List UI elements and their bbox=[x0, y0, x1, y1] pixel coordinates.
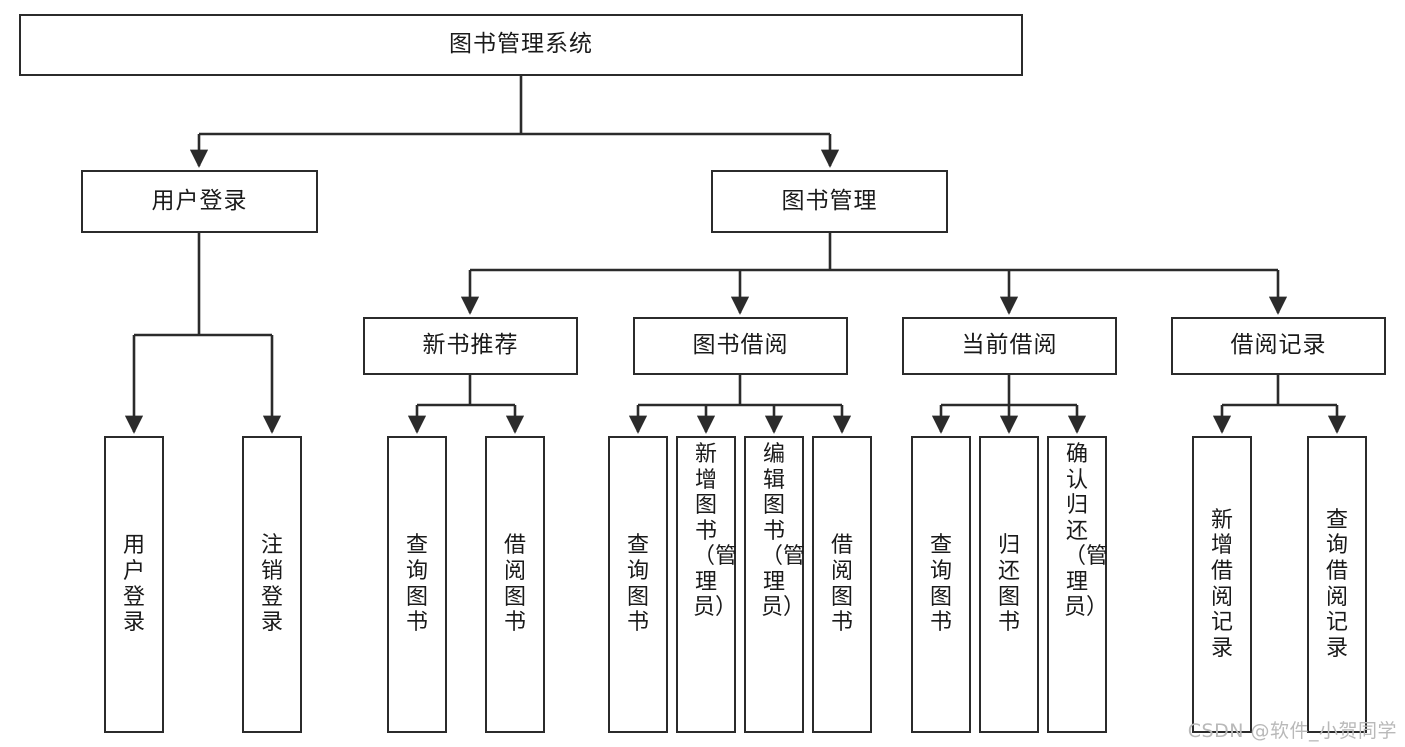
node-root[interactable]: 图书管理系统 bbox=[19, 14, 1023, 76]
leaf-add-record-label: 新增借阅记录 bbox=[1210, 507, 1233, 661]
leaf-borrow-book-2-label: 借阅图书 bbox=[830, 533, 853, 636]
leaf-query-record[interactable]: 查询借阅记录 bbox=[1307, 436, 1367, 733]
leaf-confirm-return-admin-label: 确认归还（管理员） bbox=[1064, 442, 1109, 621]
node-current-borrow-label: 当前借阅 bbox=[961, 332, 1058, 359]
leaf-add-book-admin[interactable]: 新增图书（管理员） bbox=[676, 436, 738, 733]
leaf-add-book-admin-label: 新增图书（管理员） bbox=[693, 442, 738, 621]
leaf-query-record-label: 查询借阅记录 bbox=[1325, 507, 1348, 661]
leaf-add-record[interactable]: 新增借阅记录 bbox=[1192, 436, 1252, 733]
node-book-borrow-label: 图书借阅 bbox=[692, 332, 789, 359]
leaf-user-login[interactable]: 用户登录 bbox=[104, 436, 164, 733]
node-root-label: 图书管理系统 bbox=[449, 31, 593, 58]
node-book-manage[interactable]: 图书管理 bbox=[711, 170, 948, 233]
node-user-login-label: 用户登录 bbox=[151, 187, 248, 214]
leaf-borrow-book-1-label: 借阅图书 bbox=[503, 533, 526, 636]
leaf-query-book-3-label: 查询图书 bbox=[929, 533, 952, 636]
leaf-query-book-1[interactable]: 查询图书 bbox=[387, 436, 447, 733]
leaf-query-book-1-label: 查询图书 bbox=[405, 533, 428, 636]
node-user-login[interactable]: 用户登录 bbox=[81, 170, 318, 233]
leaf-query-book-2[interactable]: 查询图书 bbox=[608, 436, 668, 733]
leaf-logout-label: 注销登录 bbox=[260, 533, 283, 636]
leaf-confirm-return-admin[interactable]: 确认归还（管理员） bbox=[1047, 436, 1109, 733]
leaf-query-book-3[interactable]: 查询图书 bbox=[911, 436, 971, 733]
leaf-borrow-book-2[interactable]: 借阅图书 bbox=[812, 436, 872, 733]
leaf-edit-book-admin[interactable]: 编辑图书（管理员） bbox=[744, 436, 806, 733]
node-borrow-record-label: 借阅记录 bbox=[1230, 332, 1327, 359]
leaf-user-login-label: 用户登录 bbox=[122, 533, 145, 636]
node-new-book-rec[interactable]: 新书推荐 bbox=[363, 317, 578, 375]
node-current-borrow[interactable]: 当前借阅 bbox=[902, 317, 1117, 375]
leaf-edit-book-admin-label: 编辑图书（管理员） bbox=[761, 442, 806, 621]
node-new-book-rec-label: 新书推荐 bbox=[422, 332, 519, 359]
leaf-query-book-2-label: 查询图书 bbox=[626, 533, 649, 636]
leaf-return-book-label: 归还图书 bbox=[997, 533, 1020, 636]
leaf-return-book[interactable]: 归还图书 bbox=[979, 436, 1039, 733]
watermark: CSDN @软件_小贺同学 bbox=[1187, 720, 1397, 742]
leaf-borrow-book-1[interactable]: 借阅图书 bbox=[485, 436, 545, 733]
leaf-logout[interactable]: 注销登录 bbox=[242, 436, 302, 733]
node-borrow-record[interactable]: 借阅记录 bbox=[1171, 317, 1386, 375]
node-book-borrow[interactable]: 图书借阅 bbox=[633, 317, 848, 375]
node-book-manage-label: 图书管理 bbox=[781, 187, 878, 214]
